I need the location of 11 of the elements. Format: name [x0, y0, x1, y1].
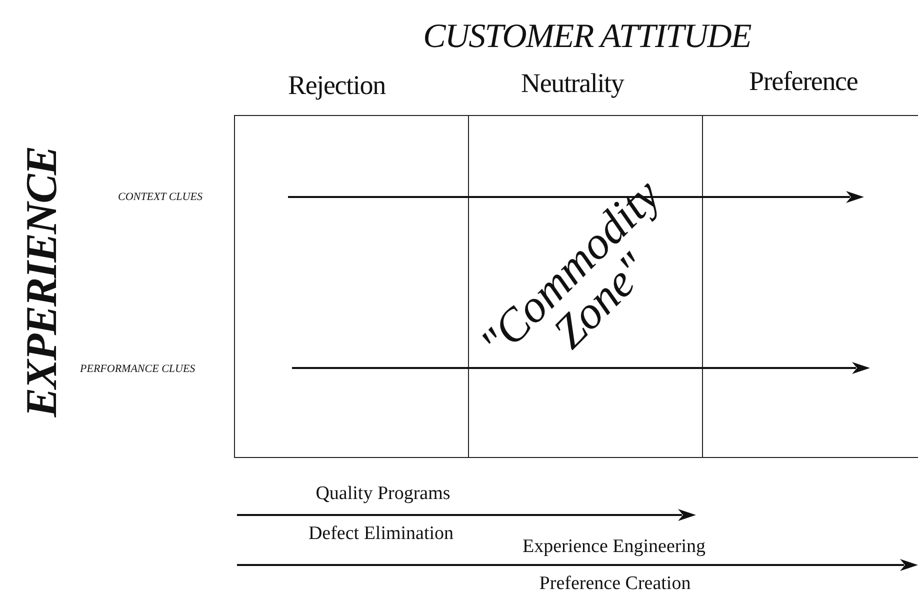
row-label: CONTEXT CLUES: [118, 192, 202, 203]
arrow-label: Experience Engineering: [522, 537, 706, 556]
column-header: Neutrality: [521, 70, 624, 97]
row-label: PERFORMANCE CLUES: [80, 364, 196, 375]
axis-title: EXPERIENCE: [20, 146, 64, 418]
title: CUSTOMER ATTITUDE: [423, 20, 751, 54]
arrow-label: Defect Elimination: [308, 524, 454, 543]
arrow-label: Quality Programs: [316, 484, 450, 503]
column-header: Rejection: [288, 72, 386, 99]
arrow-label: Preference Creation: [539, 574, 691, 593]
column-header: Preference: [749, 68, 858, 95]
